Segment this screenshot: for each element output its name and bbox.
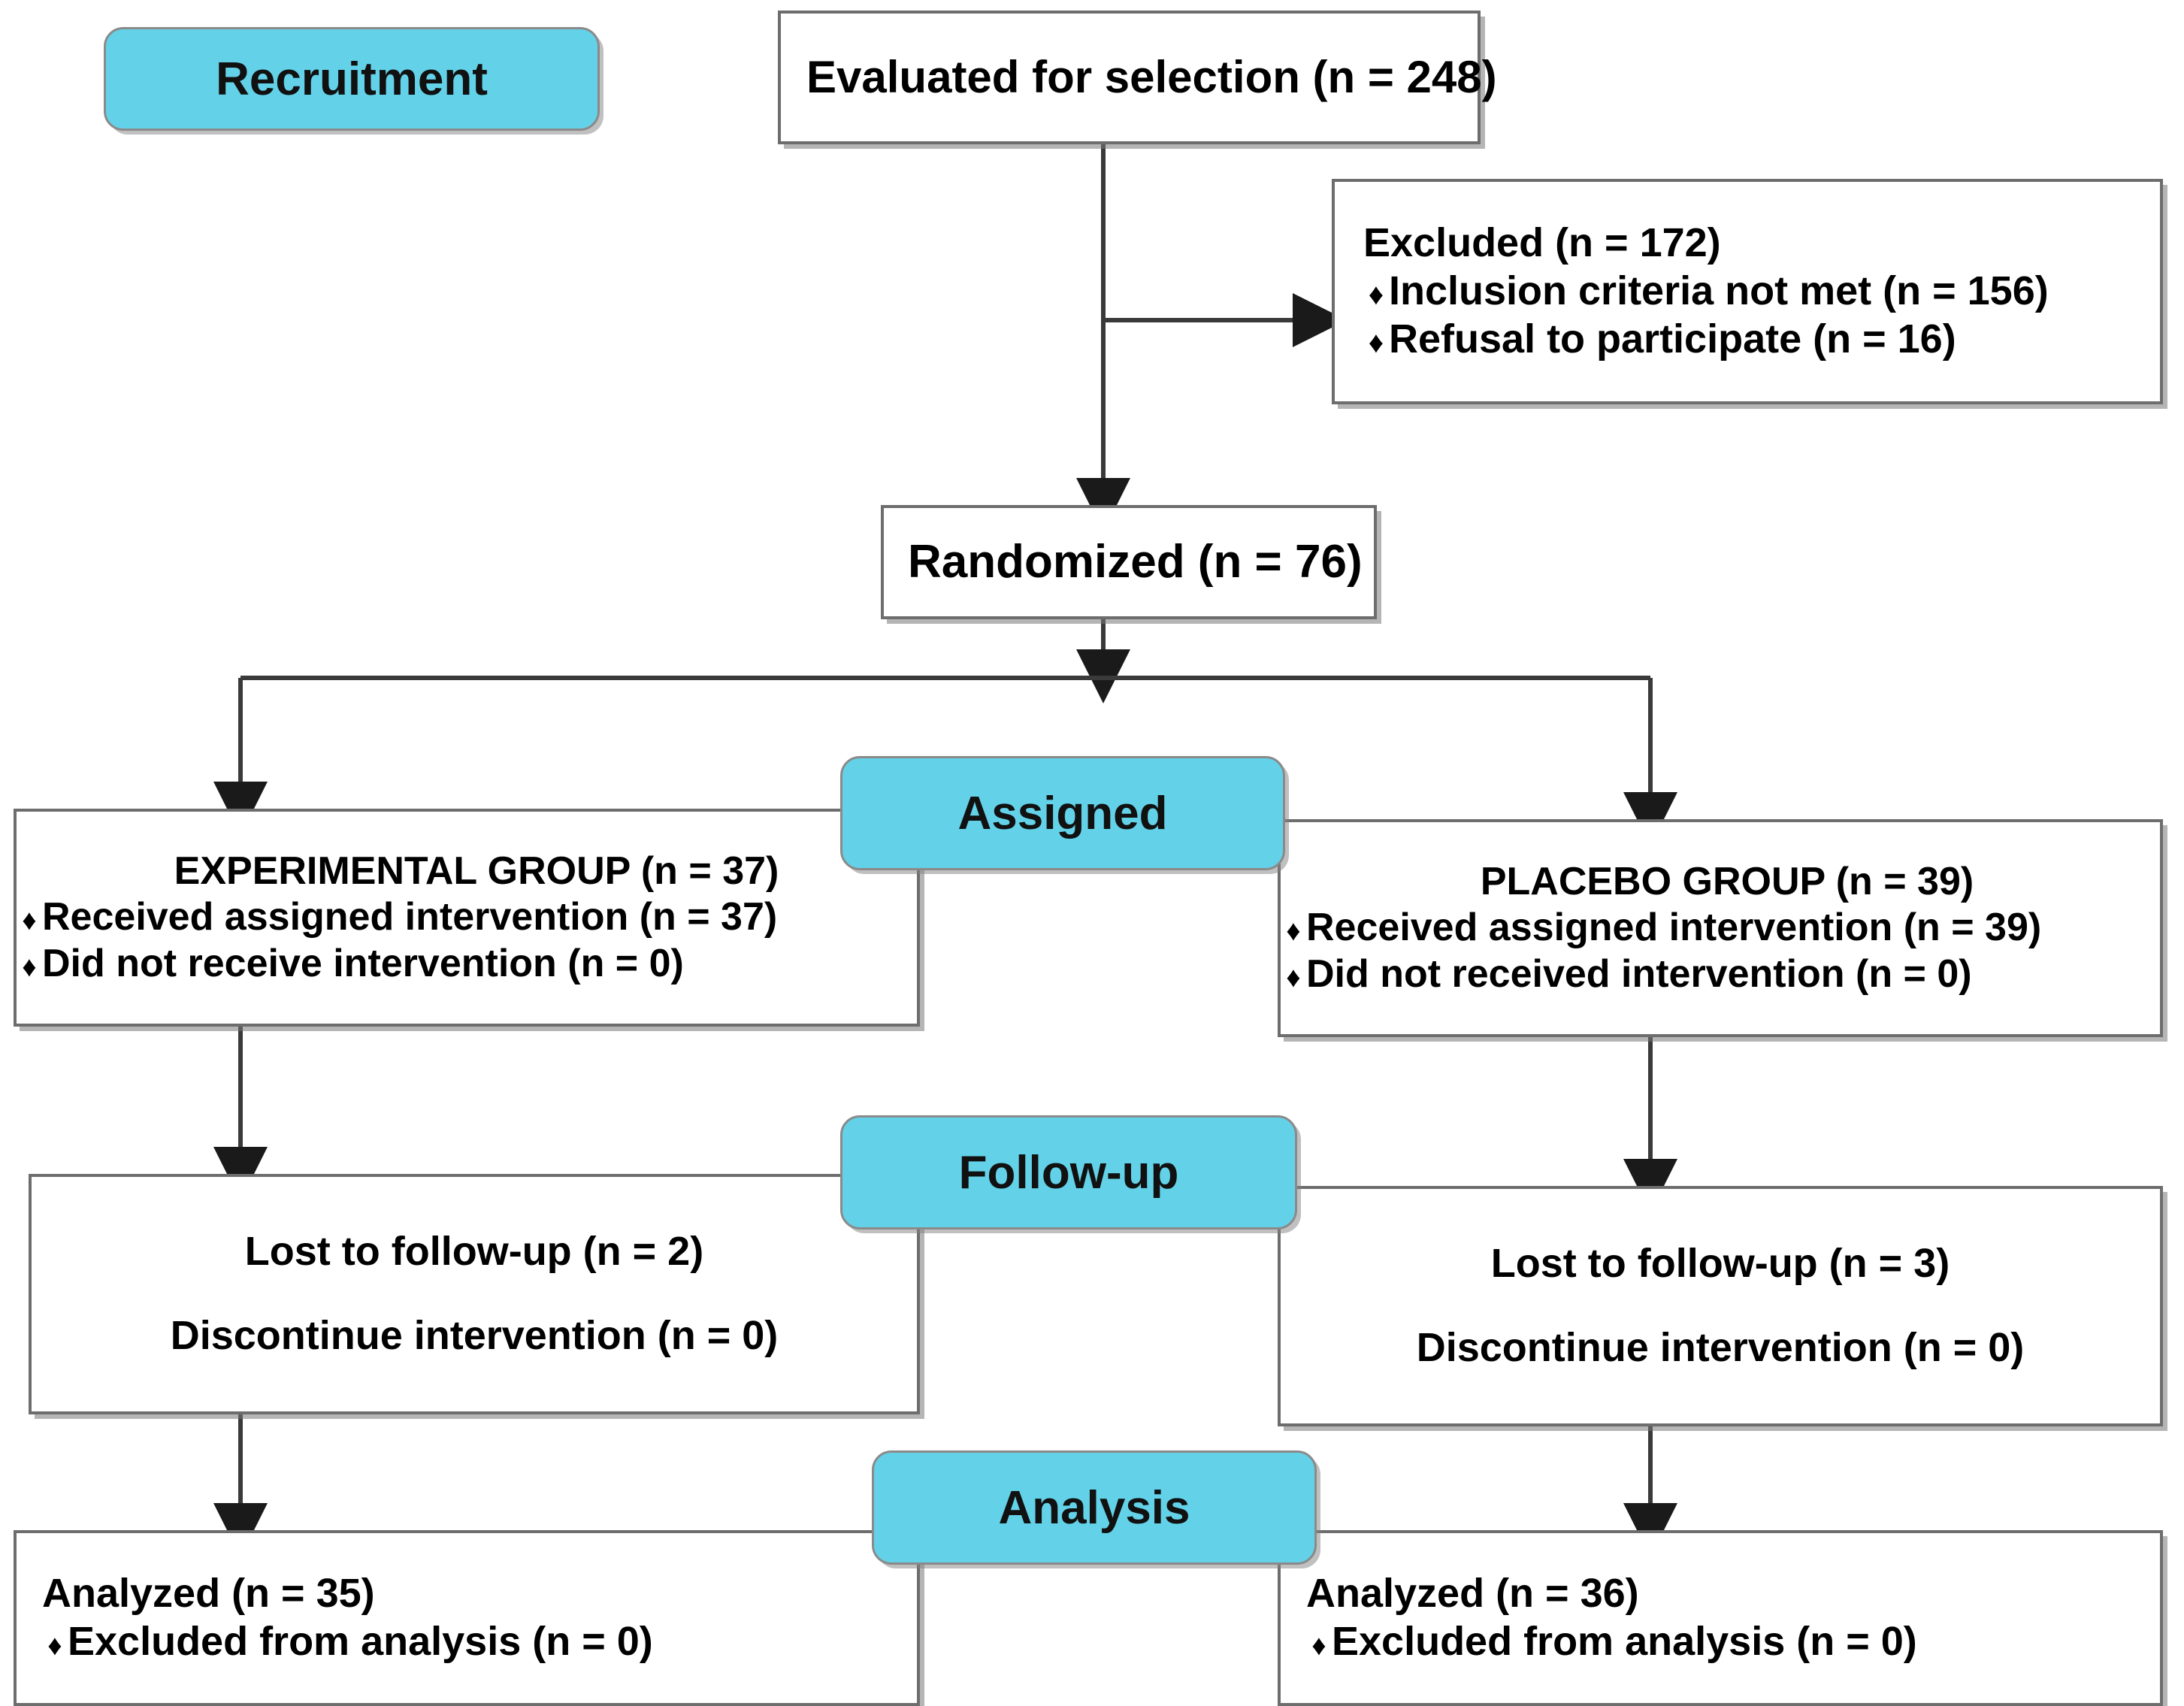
experimental-item-1-label: Did not receive intervention (n = 0) bbox=[42, 941, 684, 985]
analysis-right-item-0-label: Excluded from analysis (n = 0) bbox=[1332, 1619, 1917, 1664]
experimental-item-0: ♦ Received assigned intervention (n = 37… bbox=[17, 894, 917, 940]
excluded-item-0-label: Inclusion criteria not met (n = 156) bbox=[1389, 268, 2049, 314]
node-analysis-experimental: Analyzed (n = 35) ♦ Excluded from analys… bbox=[14, 1530, 920, 1706]
bullet-icon: ♦ bbox=[1368, 325, 1384, 359]
placebo-item-0: ♦ Received assigned intervention (n = 39… bbox=[1281, 905, 2160, 951]
followup-right-line2: Discontinue intervention (n = 0) bbox=[1416, 1325, 2025, 1370]
analysis-left-item-0: ♦ Excluded from analysis (n = 0) bbox=[42, 1618, 917, 1666]
analysis-left-item-0-label: Excluded from analysis (n = 0) bbox=[68, 1619, 653, 1664]
randomized-text: Randomized (n = 76) bbox=[908, 536, 1363, 588]
bullet-icon: ♦ bbox=[22, 951, 37, 983]
excluded-item-1: ♦ Refusal to participate (n = 16) bbox=[1363, 316, 2160, 364]
stage-banner-assigned: Assigned bbox=[840, 756, 1285, 870]
excluded-item-0: ♦ Inclusion criteria not met (n = 156) bbox=[1363, 268, 2160, 316]
bullet-icon: ♦ bbox=[1286, 915, 1301, 948]
stage-label-follow-up: Follow-up bbox=[958, 1146, 1179, 1199]
analysis-left-heading: Analyzed (n = 35) bbox=[42, 1571, 375, 1617]
experimental-item-0-label: Received assigned intervention (n = 37) bbox=[42, 895, 778, 939]
excluded-item-1-label: Refusal to participate (n = 16) bbox=[1389, 316, 1956, 361]
stage-label-assigned: Assigned bbox=[957, 787, 1168, 839]
analysis-right-heading: Analyzed (n = 36) bbox=[1306, 1571, 1639, 1617]
node-randomized: Randomized (n = 76) bbox=[881, 505, 1377, 619]
stage-banner-follow-up: Follow-up bbox=[840, 1115, 1297, 1230]
experimental-heading: EXPERIMENTAL GROUP (n = 37) bbox=[174, 848, 779, 893]
node-followup-placebo: Lost to follow-up (n = 3) Discontinue in… bbox=[1278, 1186, 2163, 1426]
bullet-icon: ♦ bbox=[1368, 278, 1384, 312]
node-experimental-group: EXPERIMENTAL GROUP (n = 37) ♦ Received a… bbox=[14, 809, 920, 1027]
analysis-right-item-0: ♦ Excluded from analysis (n = 0) bbox=[1306, 1618, 2160, 1666]
excluded-heading: Excluded (n = 172) bbox=[1363, 220, 1721, 266]
bullet-icon: ♦ bbox=[47, 1630, 62, 1662]
followup-left-line2: Discontinue intervention (n = 0) bbox=[170, 1313, 779, 1358]
placebo-heading: PLACEBO GROUP (n = 39) bbox=[1480, 859, 1974, 903]
stage-banner-analysis: Analysis bbox=[872, 1450, 1317, 1565]
bullet-icon: ♦ bbox=[22, 905, 37, 937]
stage-label-recruitment: Recruitment bbox=[216, 53, 488, 105]
evaluated-text: Evaluated for selection (n = 248) bbox=[806, 51, 1497, 102]
stage-banner-recruitment: Recruitment bbox=[104, 27, 600, 131]
node-evaluated-for-selection: Evaluated for selection (n = 248) bbox=[778, 11, 1497, 144]
bullet-icon: ♦ bbox=[1311, 1630, 1326, 1662]
stage-label-analysis: Analysis bbox=[998, 1481, 1190, 1534]
node-placebo-group: PLACEBO GROUP (n = 39) ♦ Received assign… bbox=[1278, 819, 2163, 1037]
placebo-item-1: ♦ Did not received intervention (n = 0) bbox=[1281, 951, 2160, 997]
bullet-icon: ♦ bbox=[1286, 961, 1301, 994]
node-excluded: Excluded (n = 172) ♦ Inclusion criteria … bbox=[1332, 179, 2163, 404]
node-followup-experimental: Lost to follow-up (n = 2) Discontinue in… bbox=[29, 1174, 920, 1414]
node-analysis-placebo: Analyzed (n = 36) ♦ Excluded from analys… bbox=[1278, 1530, 2163, 1706]
followup-right-line1: Lost to follow-up (n = 3) bbox=[1490, 1241, 1950, 1287]
placebo-item-1-label: Did not received intervention (n = 0) bbox=[1306, 951, 1972, 996]
followup-left-line1: Lost to follow-up (n = 2) bbox=[244, 1229, 704, 1275]
placebo-item-0-label: Received assigned intervention (n = 39) bbox=[1306, 906, 2042, 950]
experimental-item-1: ♦ Did not receive intervention (n = 0) bbox=[17, 941, 917, 987]
